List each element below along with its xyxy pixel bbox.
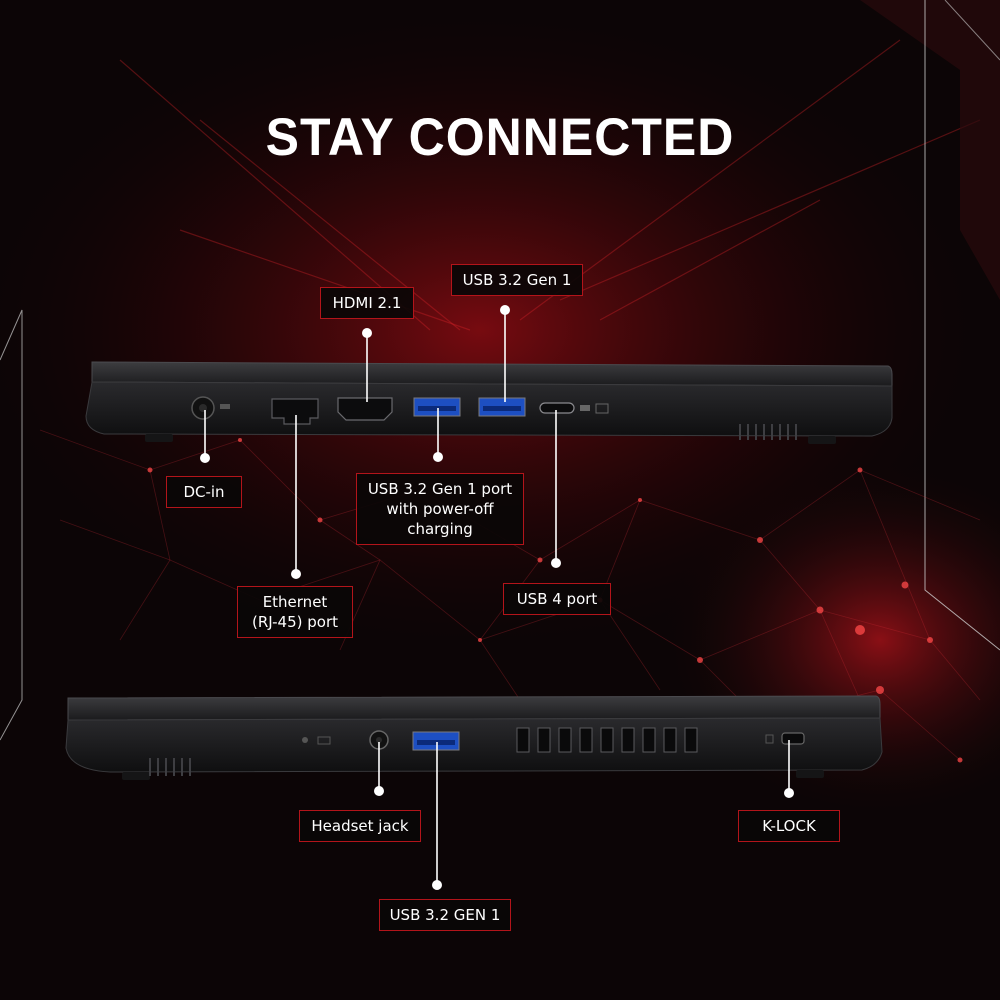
page-title: STAY CONNECTED [265, 107, 735, 167]
label-headset-jack: Headset jack [299, 810, 421, 842]
label-dc-in: DC-in [166, 476, 242, 508]
label-usb4: USB 4 port [503, 583, 611, 615]
laptop-left-side [85, 361, 893, 444]
label-hdmi: HDMI 2.1 [320, 287, 414, 319]
label-usb-top: USB 3.2 Gen 1 [451, 264, 583, 296]
label-usb-poweroff-charging: USB 3.2 Gen 1 port with power-off chargi… [356, 473, 524, 545]
label-k-lock: K-LOCK [738, 810, 840, 842]
laptop-right-side [65, 695, 883, 780]
label-ethernet: Ethernet (RJ-45) port [237, 586, 353, 638]
label-usb-bottom: USB 3.2 GEN 1 [379, 899, 511, 931]
